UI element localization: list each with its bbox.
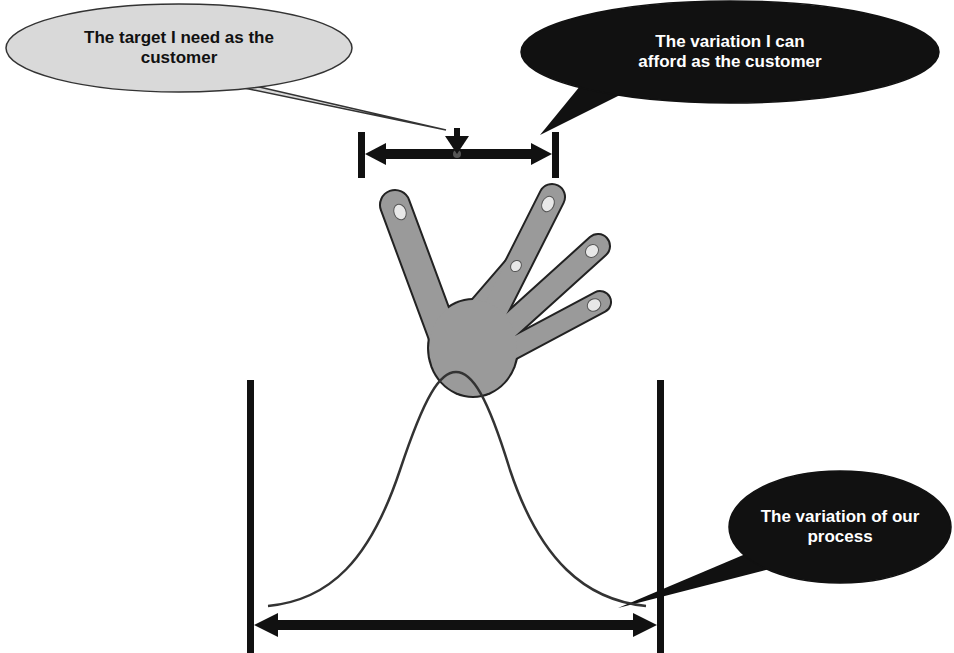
hand-illustration [392,194,603,398]
callout-tail [215,82,446,130]
callout-text: The target I need as the customer [59,28,299,68]
process-distribution [247,372,664,653]
callout-text: The variation I can afford as the custom… [635,32,825,72]
callout-bubble: The variation of our process [728,470,952,584]
customer-tolerance-bar [358,128,559,178]
callout-bubble: The target I need as the customer [5,3,353,93]
callout-text: The variation of our process [760,507,920,547]
callout-bubble: The variation I can afford as the custom… [520,0,940,104]
